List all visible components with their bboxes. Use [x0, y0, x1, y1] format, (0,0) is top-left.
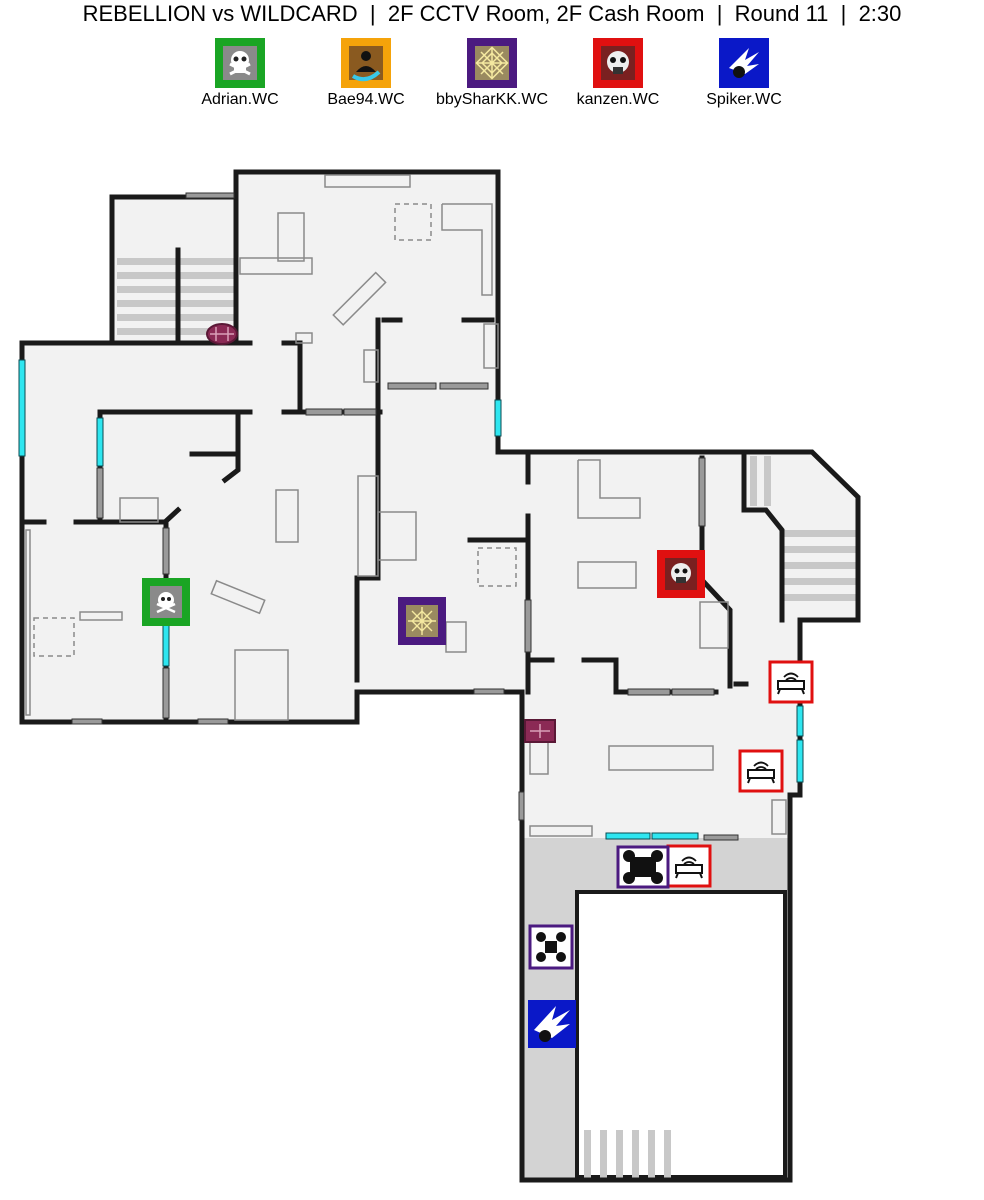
device-icon[interactable] — [768, 660, 814, 704]
map-operator-adrian[interactable] — [142, 578, 190, 626]
map-operator-shark[interactable] — [398, 597, 446, 645]
operator-name: bbySharKK.WC — [435, 91, 549, 108]
operator-name: Bae94.WC — [327, 91, 405, 108]
gasmask-icon — [593, 38, 643, 88]
winged-helmet-icon — [719, 38, 769, 88]
drone-icon[interactable] — [528, 924, 574, 970]
legend-operator-kanzen[interactable]: kanzen.WC — [548, 38, 688, 110]
barricades — [71, 192, 739, 841]
operator-name: Adrian.WC — [201, 91, 279, 108]
skull-gasmask-icon — [215, 38, 265, 88]
hatch-icon[interactable] — [524, 719, 556, 743]
match-title: REBELLION vs WILDCARD | 2F CCTV Room, 2F… — [82, 1, 902, 26]
furniture — [25, 174, 787, 837]
device-icon[interactable] — [666, 844, 712, 888]
legend-operator-spiker[interactable]: Spiker.WC — [674, 38, 814, 110]
map-operator-kanzen[interactable] — [657, 550, 705, 598]
legend-operator-bae[interactable]: Bae94.WC — [296, 38, 436, 110]
stairs-south — [584, 1130, 671, 1178]
stairs-east — [750, 456, 856, 601]
operator-name: Spiker.WC — [706, 91, 782, 108]
windows — [18, 359, 804, 840]
device-icon[interactable] — [738, 749, 784, 793]
legend-operator-shark[interactable]: bbySharKK.WC — [422, 38, 562, 110]
map-operator-spiker[interactable] — [528, 1000, 576, 1048]
web-icon — [467, 38, 517, 88]
hatch-icon[interactable] — [206, 323, 238, 345]
shield-figure-icon — [341, 38, 391, 88]
operator-name: kanzen.WC — [576, 91, 660, 108]
legend-operator-adrian[interactable]: Adrian.WC — [170, 38, 310, 110]
drone-icon[interactable] — [616, 845, 670, 889]
open-room — [575, 890, 787, 1179]
